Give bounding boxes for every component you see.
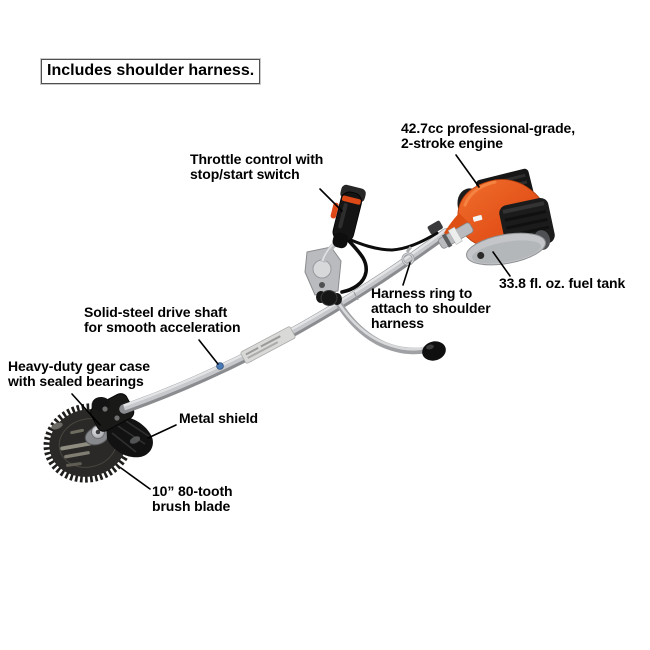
label-gear-case: Heavy-duty gear case with sealed bearing… [8, 358, 150, 389]
shoulder-harness-note: Includes shoulder harness. [41, 59, 261, 84]
leader-line-fuel-tank [492, 251, 511, 277]
label-brush-blade: 10” 80-tooth brush blade [152, 483, 233, 514]
harness-ring-illustration [401, 246, 415, 266]
engine-logo-badge [472, 214, 483, 222]
throttle-cable-illustration [340, 231, 439, 294]
leader-line-brush-blade [120, 467, 151, 490]
leader-line-harness-ring [402, 262, 411, 286]
label-throttle: Throttle control with stop/start switch [190, 151, 324, 182]
label-harness-ring: Harness ring to attach to shoulder harne… [371, 285, 491, 331]
bracket-wing-nut [320, 290, 338, 306]
leader-line-engine [455, 154, 480, 188]
leader-lines [71, 154, 511, 490]
shaft-coupling [438, 222, 474, 249]
leader-line-metal-shield [147, 424, 177, 439]
handle-grip-knob [422, 341, 446, 361]
stop-start-switch [341, 195, 361, 205]
label-fuel-tank: 33.8 fl. oz. fuel tank [499, 275, 626, 291]
fuel-cap [477, 251, 485, 259]
shaft-sticker [240, 326, 296, 364]
leader-line-gear-case [71, 393, 101, 426]
label-engine: 42.7cc professional-grade, 2-stroke engi… [401, 120, 576, 151]
handlebar-bracket-illustration [304, 238, 342, 306]
metal-shield-illustration [106, 416, 153, 458]
leader-line-drive-shaft [198, 339, 219, 365]
throttle-control-illustration [330, 184, 366, 249]
engine-illustration [438, 168, 555, 266]
fuel-tank-illustration [466, 232, 546, 266]
leader-line-throttle [319, 188, 343, 212]
handlebar-arm-illustration [327, 286, 446, 361]
label-drive-shaft: Solid-steel drive shaft for smooth accel… [84, 304, 241, 335]
label-metal-shield: Metal shield [179, 410, 258, 426]
shaft-cable-clamp [427, 220, 443, 235]
